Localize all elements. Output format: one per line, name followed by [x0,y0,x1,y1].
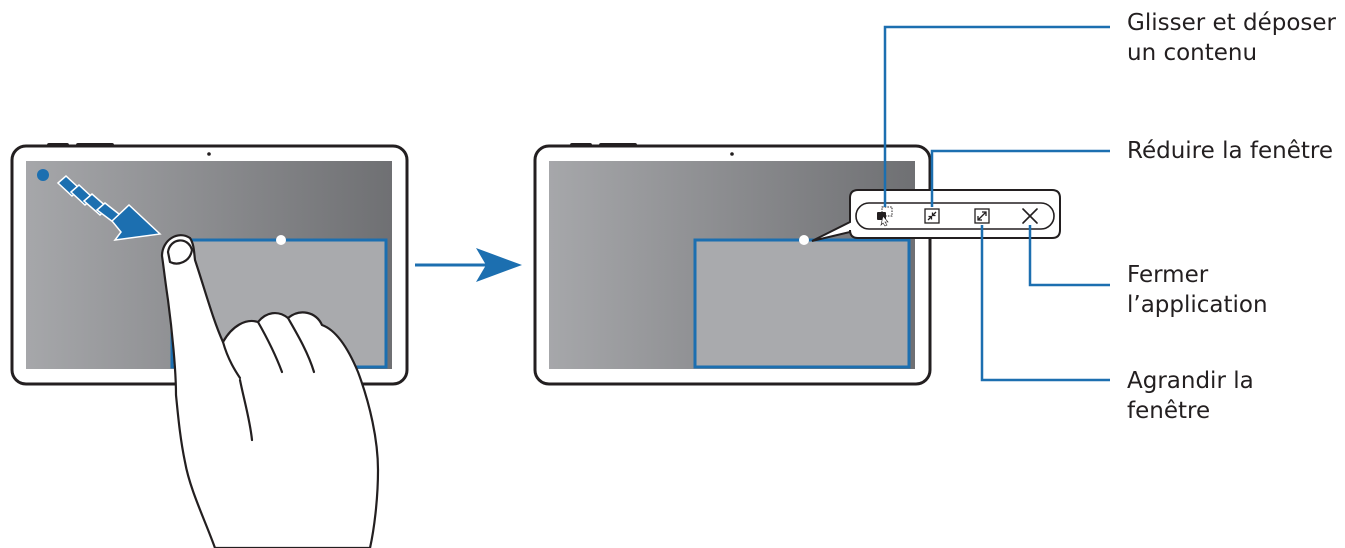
callout-line-close [1028,225,1110,287]
hand-icon [160,234,380,548]
callout-text-line: un contenu [1127,40,1258,66]
callout-text-line: Glisser et déposer [1127,10,1336,36]
callout-text-line: Agrandir la [1127,368,1254,394]
callout-label-drag-drop: Glisser et déposer un contenu [1127,8,1336,68]
callout-text-line: Réduire la fenêtre [1127,138,1333,164]
callout-line-maximize [980,225,1110,382]
transition-arrow-icon [415,248,522,282]
callout-lines [883,25,1110,382]
tablet-right [533,143,932,386]
drag-drop-content-icon[interactable] [877,206,893,227]
close-icon[interactable] [1022,208,1038,224]
popup-handle-left [276,235,286,245]
callout-label-close: Fermer l’application [1127,260,1268,320]
popup-handle-right [799,235,809,245]
callout-text-line: l’application [1127,292,1268,318]
popup-options-bar [855,202,1055,230]
minimize-window-icon[interactable] [924,208,940,224]
callout-label-minimize: Réduire la fenêtre [1127,136,1333,166]
callout-text-line: Fermer [1127,262,1209,288]
popup-options-bubble [811,189,1061,242]
callout-text-line: fenêtre [1127,398,1211,424]
popup-window-right [693,238,911,369]
callout-line-drag-drop [883,25,1110,207]
tablet-right-camera [730,152,734,156]
swipe-arrow-icon [56,174,162,241]
callout-line-minimize [930,149,1110,207]
maximize-window-icon[interactable] [974,208,990,224]
tablet-left-camera [207,152,211,156]
touch-point-dot [37,169,49,181]
tablet-left [10,143,409,548]
callout-label-maximize: Agrandir la fenêtre [1127,366,1254,426]
